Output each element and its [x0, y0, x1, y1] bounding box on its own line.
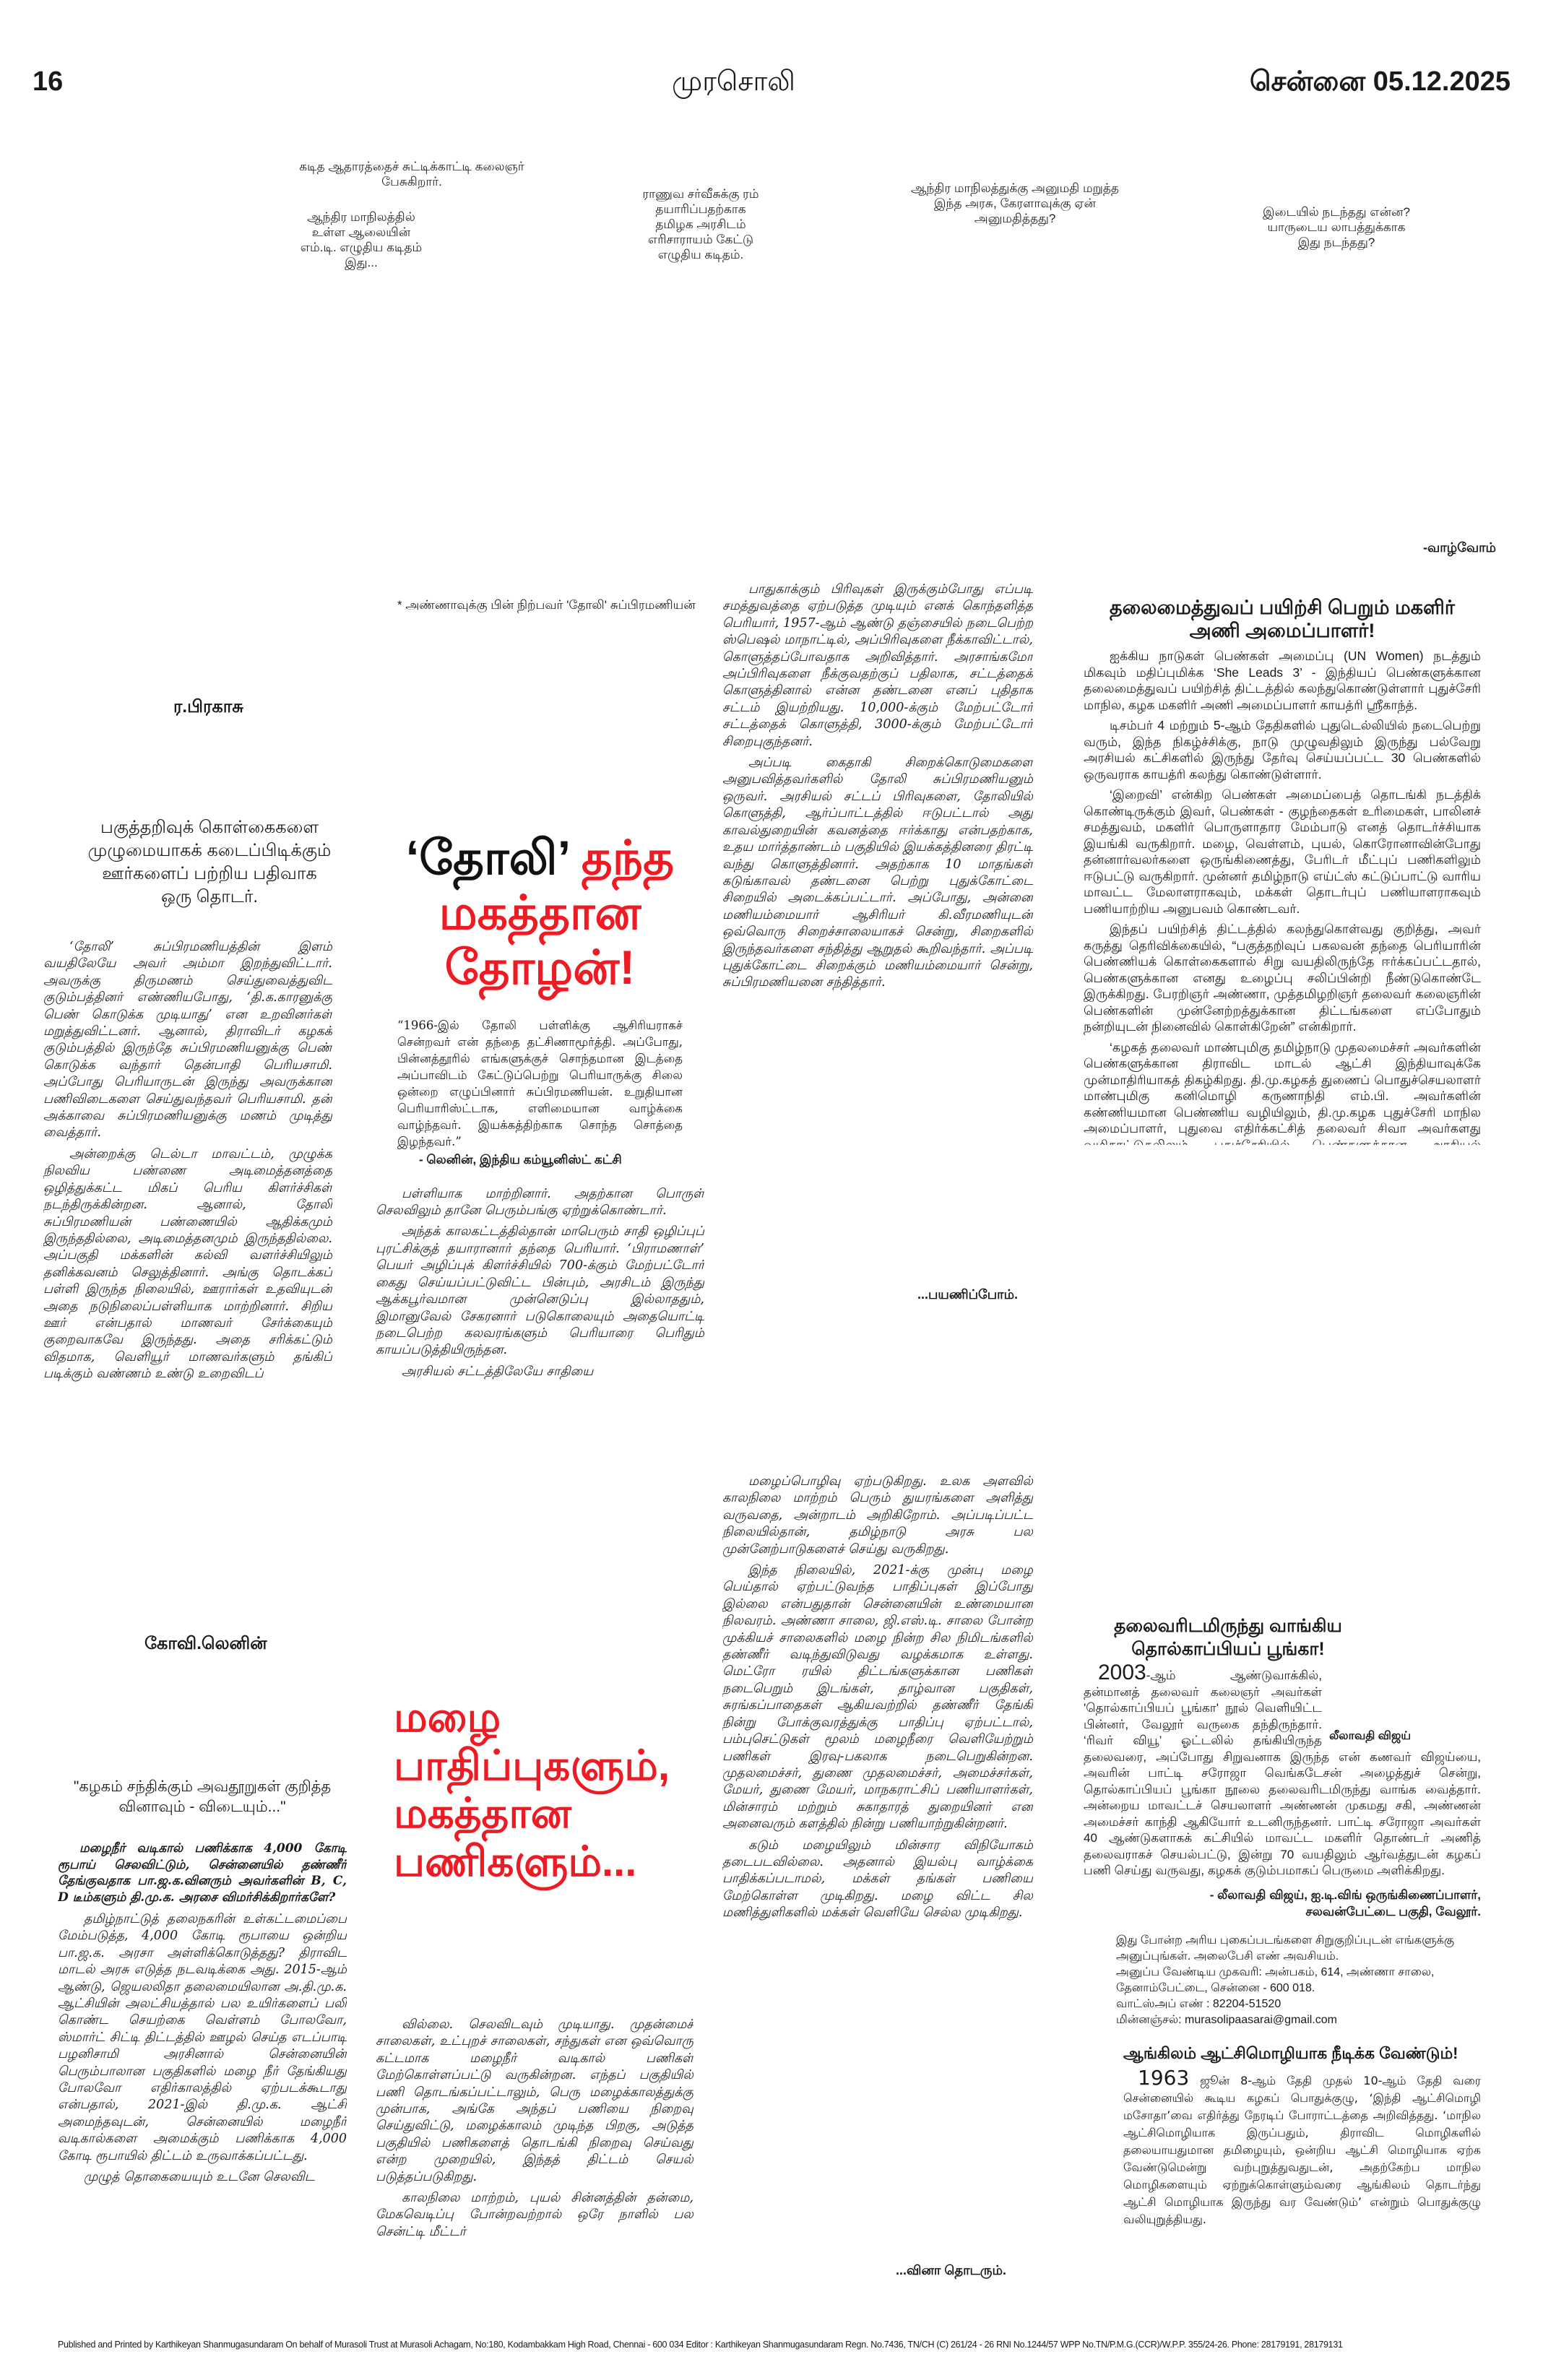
paragraph: வில்லை. செலவிடவும் முடியாது. முதன்மைச் ச… — [376, 2017, 693, 2184]
article-column: பாதுகாக்கும் பிரிவுகள் இருக்கும்போது எப்… — [722, 581, 1033, 1286]
page-number: 16 — [33, 66, 64, 97]
headline-part: ‘தோலி’ — [405, 831, 570, 884]
question: மழைநீர் வடிகால் பணிக்காக 4,000 கோடி ரூபா… — [58, 1841, 347, 1905]
article-column: பள்ளியாக மாற்றினார். அதற்கான பொருள் செலவ… — [376, 1186, 704, 1380]
lead-number: 1963 — [1138, 2065, 1190, 2090]
photo-caption: ராணுவ சர்வீசுக்கு ரம் தயாரிப்பதற்காக தமி… — [642, 187, 759, 261]
headline: ஆங்கிலம் ஆட்சிமொழியாக நீடிக்க வேண்டும்! — [1123, 2043, 1458, 2062]
paragraph: பள்ளியாக மாற்றினார். அதற்கான பொருள் செலவ… — [376, 1186, 704, 1219]
headline-part: மகத்தான பணிகளும்... — [394, 1790, 637, 1886]
paragraph: அந்தக் காலகட்டத்தில்தான் மாபெரும் சாதி ஒ… — [376, 1224, 704, 1358]
paragraph: அன்றைக்கு டெல்டா மாவட்டம், முழுக்க நிலவி… — [43, 1146, 332, 1382]
pull-quote: “1966-இல் தோலி பள்ளிக்கு ஆசிரியராகச் சென… — [397, 1018, 683, 1148]
photo-caption: லீலாவதி விஜய் — [1329, 1729, 1412, 1742]
article-body: 1963 ஜூன் 8-ஆம் தேதி முதல் 10-ஆம் தேதி வ… — [1123, 2065, 1481, 2228]
article-column: ‘தோலி’ சுப்பிரமணியத்தின் இளம் வயதிலேயே அ… — [43, 939, 332, 1445]
paragraph: அப்படி கைதாகி சிறைக்கொடுமைகளை அனுபவித்தவ… — [722, 756, 1033, 990]
paragraph: முழுத் தொகையையும் உடனே செலவிட — [84, 2170, 315, 2185]
submission-box: இது போன்ற அரிய புகைப்படங்களை சிறுகுறிப்ப… — [1116, 1933, 1477, 2028]
author-byline: ர.பிரகாசு — [173, 697, 243, 717]
headline: ‘தோலி’ தந்த மகத்தான தோழன்! — [376, 831, 704, 995]
whatsapp-number: வாட்ஸ்அப் எண் : 82204-51520 — [1116, 1997, 1281, 2010]
paragraph: ‘கழகத் தலைவர் மாண்புமிகு தமிழ்நாடு முதலம… — [1084, 1039, 1481, 1146]
issue-date: சென்னை 05.12.2025 — [1249, 66, 1510, 97]
headline: மழை பாதிப்புகளும், மகத்தான பணிகளும்... — [394, 1694, 712, 1887]
photo-caption: இடையில் நடந்தது என்ன? யாருடைய லாபத்துக்க… — [1262, 205, 1410, 249]
article-middle-column: ‘தோலி’ தந்த மகத்தான தோழன்! “1966-இல் தோல… — [376, 831, 704, 1452]
email-address[interactable]: மின்னஞ்சல்: murasolipaasarai@gmail.com — [1116, 2013, 1337, 2026]
headline-part: தந்த — [581, 831, 675, 884]
series-sign-off: -வாழ்வோம் — [1423, 540, 1497, 555]
paragraph: இந்தப் பயிற்சித் திட்டத்தில் கலந்துகொள்வ… — [1084, 922, 1481, 1034]
article-intro: பகுத்தறிவுக் கொள்கைகளை முழுமையாகக் கடைப்… — [87, 818, 332, 906]
paragraph: காலநிலை மாற்றம், புயல் சின்னத்தின் தன்மை… — [376, 2191, 693, 2239]
continued-note: ...வினா தொடரும். — [896, 2263, 1006, 2277]
quote-source: - லெனின், இந்திய கம்யூனிஸ்ட் கட்சி — [419, 1152, 622, 1167]
photo-placeholder: லீலாவதி விஜய் — [1322, 1665, 1481, 1744]
paragraph: ‘தோலி’ சுப்பிரமணியத்தின் இளம் வயதிலேயே அ… — [43, 940, 332, 1141]
she-leads-article: தலைமைத்துவப் பயிற்சி பெறும் மகளிர் அணி அ… — [1084, 596, 1481, 1145]
signature: - லீலாவதி விஜய், ஐ.டி.விங் ஒருங்கிணைப்பா… — [1084, 1887, 1481, 1920]
article-body: ஐக்கிய நாடுகள் பெண்கள் அமைப்பு (UN Women… — [1084, 648, 1481, 1145]
paragraph: டிசம்பர் 4 மற்றும் 5-ஆம் தேதிகளில் புதுட… — [1084, 718, 1481, 782]
paragraph: இந்த நிலையில், 2021-க்கு முன்பு மழை பெய்… — [722, 1563, 1033, 1832]
article-column: வில்லை. செலவிடவும் முடியாது. முதன்மைச் ச… — [376, 2017, 693, 2280]
photo-caption: * அண்ணாவுக்கு பின் நிற்பவர் 'தோலி' சுப்ப… — [397, 598, 696, 612]
headline-part: மழை பாதிப்புகளும், — [394, 1694, 670, 1789]
submission-address: அனுப்ப வேண்டிய முகவரி: அன்பகம், 614, அண்… — [1116, 1965, 1435, 1994]
imprint-footer: Published and Printed by Karthikeyan Sha… — [58, 2340, 1343, 2350]
paragraph: ஐக்கிய நாடுகள் பெண்கள் அமைப்பு (UN Women… — [1084, 649, 1481, 712]
photo-caption: கடித ஆதாரத்தைச் சுட்டிக்காட்டி கலைஞர் பே… — [299, 160, 524, 189]
article-column: மழைப்பொழிவு ஏற்படுகிறது. உலக அளவில் காலந… — [722, 1474, 1033, 2261]
paragraph: -ஆம் ஆண்டுவாக்கில், தன்மானத் தலைவர் கலைஞ… — [1084, 1669, 1481, 1877]
masthead: முரசொலி — [672, 66, 795, 97]
paragraph: கடும் மழையிலும் மின்சார விநியோகம் தடைபடவ… — [722, 1838, 1033, 1921]
signature-line: - லீலாவதி விஜய், ஐ.டி.விங் ஒருங்கிணைப்பா… — [1209, 1887, 1481, 1902]
paragraph: பாதுகாக்கும் பிரிவுகள் இருக்கும்போது எப்… — [722, 582, 1033, 749]
author-byline: கோவி.லெனின் — [144, 1634, 267, 1653]
lead-number: 2003 — [1098, 1661, 1146, 1684]
photo-caption: ஆந்திர மாநிலத்தில் உள்ள ஆலையின் எம்.டி. … — [300, 210, 423, 269]
headline: தலைவரிடமிருந்து வாங்கிய தொல்காப்பியப் பூ… — [1114, 1616, 1342, 1659]
rain-left-column: "கழகம் சந்திக்கும் அவதூறுகள் குறித்த வின… — [58, 1777, 347, 2282]
paragraph: ஜூன் 8-ஆம் தேதி முதல் 10-ஆம் தேதி வரை செ… — [1123, 2073, 1481, 2226]
photo-caption: ஆந்திர மாநிலத்துக்கு அனுமதி மறுத்த இந்த … — [911, 181, 1119, 225]
article-column: தமிழ்நாட்டுத் தலைநகரின் உள்கட்டமைப்பை மே… — [58, 1911, 347, 2186]
continued-note: ...பயணிப்போம். — [917, 1287, 1019, 1302]
paragraph: மழைப்பொழிவு ஏற்படுகிறது. உலக அளவில் காலந… — [722, 1474, 1033, 1557]
paragraph: ‘இறைவி’ என்கிற பெண்கள் அமைப்பைத் தொடங்கி… — [1084, 787, 1481, 916]
headline-part: மகத்தான தோழன்! — [438, 885, 641, 994]
series-title: "கழகம் சந்திக்கும் அவதூறுகள் குறித்த வின… — [73, 1778, 332, 1815]
headline: தலைமைத்துவப் பயிற்சி பெறும் மகளிர் அணி அ… — [1110, 597, 1455, 641]
article-body: லீலாவதி விஜய் 2003-ஆம் ஆண்டுவாக்கில், தன… — [1084, 1662, 1481, 1879]
paragraph: தமிழ்நாட்டுத் தலைநகரின் உள்கட்டமைப்பை மே… — [58, 1912, 347, 2163]
paragraph: அரசியல் சட்டத்திலேயே சாதியை — [402, 1364, 594, 1379]
right-bottom-column: தலைவரிடமிருந்து வாங்கிய தொல்காப்பியப் பூ… — [1084, 1614, 1481, 2333]
signature-line: சலவன்பேட்டை பகுதி, வேலூர். — [1305, 1904, 1481, 1918]
submission-intro: இது போன்ற அரிய புகைப்படங்களை சிறுகுறிப்ப… — [1116, 1934, 1454, 1963]
